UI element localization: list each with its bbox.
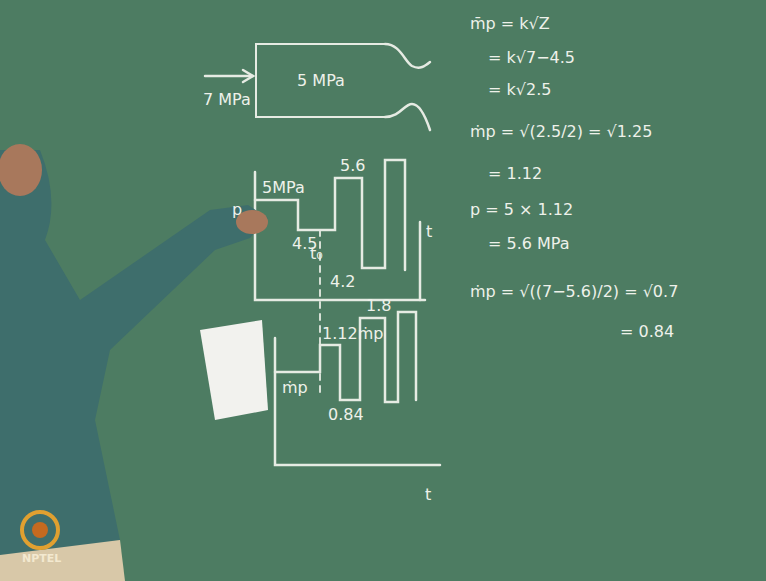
inlet-pressure: 7 MPa (203, 90, 251, 109)
pressure-trace (255, 160, 405, 270)
axis-label: t (425, 485, 431, 504)
nozzle-upper (385, 44, 430, 68)
level-value: 5.6 (340, 156, 365, 175)
pressure-axes (255, 172, 425, 300)
equation: = 5.6 MPa (488, 234, 570, 253)
combustion-chamber: 5 MPa (255, 43, 385, 118)
inlet-arrowhead (243, 70, 253, 82)
inlet-line (205, 75, 253, 78)
level-value: 4.2 (330, 272, 355, 291)
equation: ṁp = √((7−5.6)/2) = √0.7 (470, 282, 678, 301)
equation: = k√7−4.5 (488, 48, 575, 67)
equation: = k√2.5 (488, 80, 551, 99)
time-label: t₀ (310, 244, 323, 263)
logo-text: NPTEL (22, 552, 61, 565)
equation: = 1.12 (488, 164, 542, 183)
nptel-logo (22, 512, 58, 548)
equation: = 0.84 (620, 322, 674, 341)
pressure-end-line (419, 222, 422, 300)
equation: m̄p = k√Z (470, 14, 550, 33)
lecturer (0, 144, 268, 581)
level-value: 1.12ṁp (322, 324, 383, 343)
axis-label: p (232, 200, 242, 219)
massflow-trace (275, 312, 416, 402)
level-value: 0.84 (328, 405, 364, 424)
nozzle-lower (385, 104, 430, 130)
level-value: ṁp (282, 378, 308, 397)
level-value: 1.8 (366, 296, 391, 315)
equation: p = 5 × 1.12 (470, 200, 573, 219)
level-value: 5MPa (262, 178, 305, 197)
equation: ṁp = √(2.5/2) = √1.25 (470, 122, 652, 141)
axis-label: t (426, 222, 432, 241)
chamber-pressure: 5 MPa (297, 71, 345, 90)
